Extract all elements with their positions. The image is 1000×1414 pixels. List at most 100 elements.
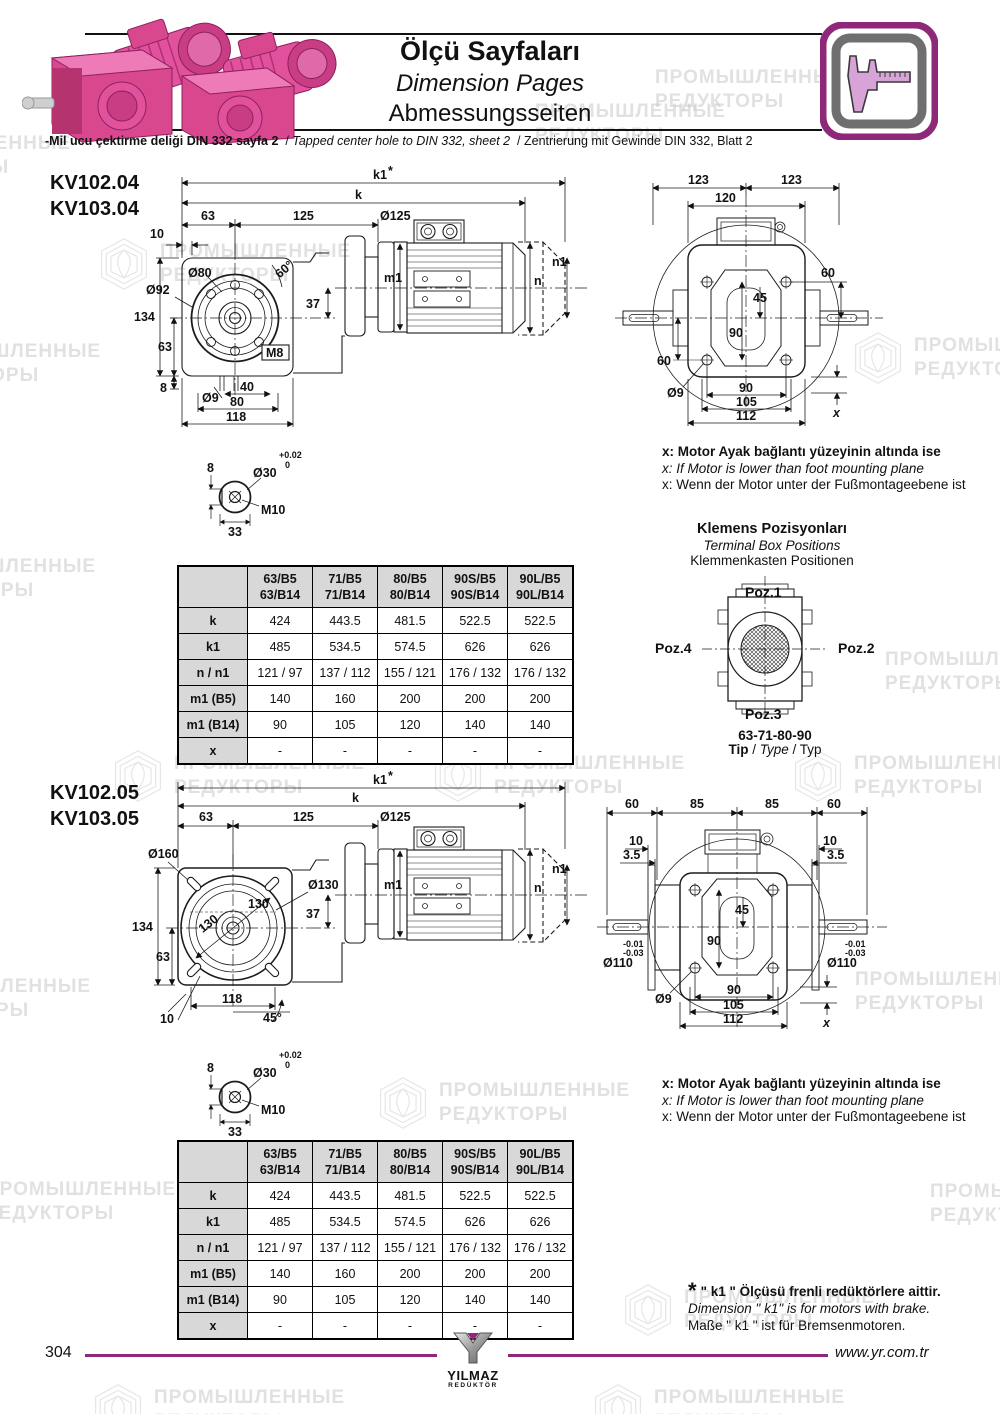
table-row-label: n / n1: [177, 659, 248, 686]
kv102-05-rear-view-drawing: 60 85 85 60 10 3.5 10 3.5 45 90 -0.01 -0…: [597, 797, 887, 1030]
dim-label: 123: [688, 173, 709, 187]
dimension-value-cell: 626: [507, 1208, 574, 1235]
dim-label: M10: [261, 1103, 285, 1117]
dimension-value-cell: 522.5: [442, 1182, 508, 1209]
dim-label: 134: [132, 920, 153, 934]
model-label-kv102-04: KV102.04 KV103.04: [50, 170, 139, 222]
dim-label: 90: [727, 983, 741, 997]
caliper-icon: [820, 22, 938, 140]
dim-label: 63: [158, 340, 172, 354]
dimension-value-cell: 443.5: [312, 1182, 378, 1209]
dim-label: 130: [248, 897, 269, 911]
tip-de: Typ: [799, 742, 822, 757]
poz1-label: Poz.1: [745, 584, 782, 600]
dimension-value-cell: 155 / 121: [377, 659, 443, 686]
dimension-value-cell: 120: [377, 1286, 443, 1313]
poz2-label: Poz.2: [838, 640, 875, 656]
dimension-value-cell: 200: [377, 1260, 443, 1287]
dimension-value-cell: -: [442, 737, 508, 765]
dim-label: k: [355, 188, 362, 202]
dimension-value-cell: 626: [442, 1208, 508, 1235]
table-row-label: m1 (B14): [177, 711, 248, 738]
dim-label: 60: [827, 797, 841, 811]
dimension-value-cell: 176 / 132: [507, 1234, 574, 1261]
table-row-label: x: [177, 1312, 248, 1340]
dim-label: Ø30: [253, 1066, 277, 1080]
kv102-04-rear-view-drawing: 123 123 120 60 45 90 60 Ø9 90 105 112 x: [615, 173, 883, 427]
dimension-value-cell: 200: [507, 685, 574, 712]
model-b: KV103.05: [50, 808, 139, 830]
dimension-value-cell: -: [312, 1312, 378, 1340]
dimension-value-cell: 534.5: [312, 633, 378, 660]
dim-label: 8: [207, 1061, 214, 1075]
separator: /: [752, 742, 760, 757]
x-note-tr: x: Motor Ayak bağlantı yüzeyinin altında…: [662, 444, 941, 459]
terminal-box-position-diagram: [702, 576, 828, 720]
dim-tolerance: -0.03: [623, 948, 644, 958]
din-note-de: Zentrierung mit Gewinde DIN 332, Blatt 2: [524, 134, 753, 148]
dimension-value-cell: 481.5: [377, 1182, 443, 1209]
dim-label: x: [822, 1016, 831, 1030]
dim-label: 118: [226, 410, 246, 424]
dim-label: 3.5: [623, 848, 640, 862]
dim-label: 134: [134, 310, 155, 324]
dim-label: 63: [156, 950, 170, 964]
dim-label: m1: [384, 878, 402, 892]
dimension-value-cell: 137 / 112: [312, 1234, 378, 1261]
dimension-value-cell: 105: [312, 711, 378, 738]
dim-label: 125: [293, 810, 314, 824]
table-corner-cell: [177, 565, 248, 608]
dim-label: 40: [240, 380, 254, 394]
x-note-de: x: Wenn der Motor unter der Fußmontageeb…: [662, 1109, 966, 1124]
dimension-value-cell: 105: [312, 1286, 378, 1313]
dimension-value-cell: -: [507, 737, 574, 765]
dimension-value-cell: 481.5: [377, 607, 443, 634]
k1-note-en: Dimension " k1" is for motors with brake…: [688, 1301, 931, 1316]
logo-name: YILMAZ: [447, 1368, 499, 1383]
dim-label: Ø9: [202, 391, 219, 405]
dim-label: 10: [160, 1012, 174, 1026]
dim-label: 37: [306, 297, 320, 311]
dimension-value-cell: -: [507, 1312, 574, 1340]
dim-label: 63: [201, 209, 215, 223]
website-url[interactable]: www.yr.com.tr: [835, 1344, 929, 1361]
dim-label: 60°: [272, 258, 295, 281]
logo-subname: REDÜKTÖR: [448, 1382, 498, 1389]
dim-label: 90: [707, 934, 721, 948]
dimension-value-cell: 574.5: [377, 633, 443, 660]
dim-label: Ø92: [146, 283, 170, 297]
table-row-label: k1: [177, 633, 248, 660]
dim-label: Ø9: [655, 992, 672, 1006]
din-note-tr: -Mil ucu çektirme deliği DIN 332 sayfa 2: [45, 134, 279, 148]
dimension-value-cell: 176 / 132: [442, 1234, 508, 1261]
dim-label: 85: [765, 797, 779, 811]
table-row-label: k: [177, 607, 248, 634]
dimension-value-cell: 200: [442, 1260, 508, 1287]
dim-label: 105: [736, 395, 757, 409]
dim-label: 63: [199, 810, 213, 824]
dimension-value-cell: 140: [442, 711, 508, 738]
dim-label: Ø110: [827, 956, 857, 970]
dim-label: Ø30: [253, 466, 277, 480]
dim-star: *: [388, 165, 393, 178]
dim-label: Ø80: [188, 266, 212, 280]
dim-tolerance: +0.02: [279, 450, 302, 460]
dimension-value-cell: 626: [507, 633, 574, 660]
header-rule-bottom: [85, 129, 822, 131]
dim-label: 90: [729, 326, 743, 340]
separator: /: [281, 134, 293, 148]
